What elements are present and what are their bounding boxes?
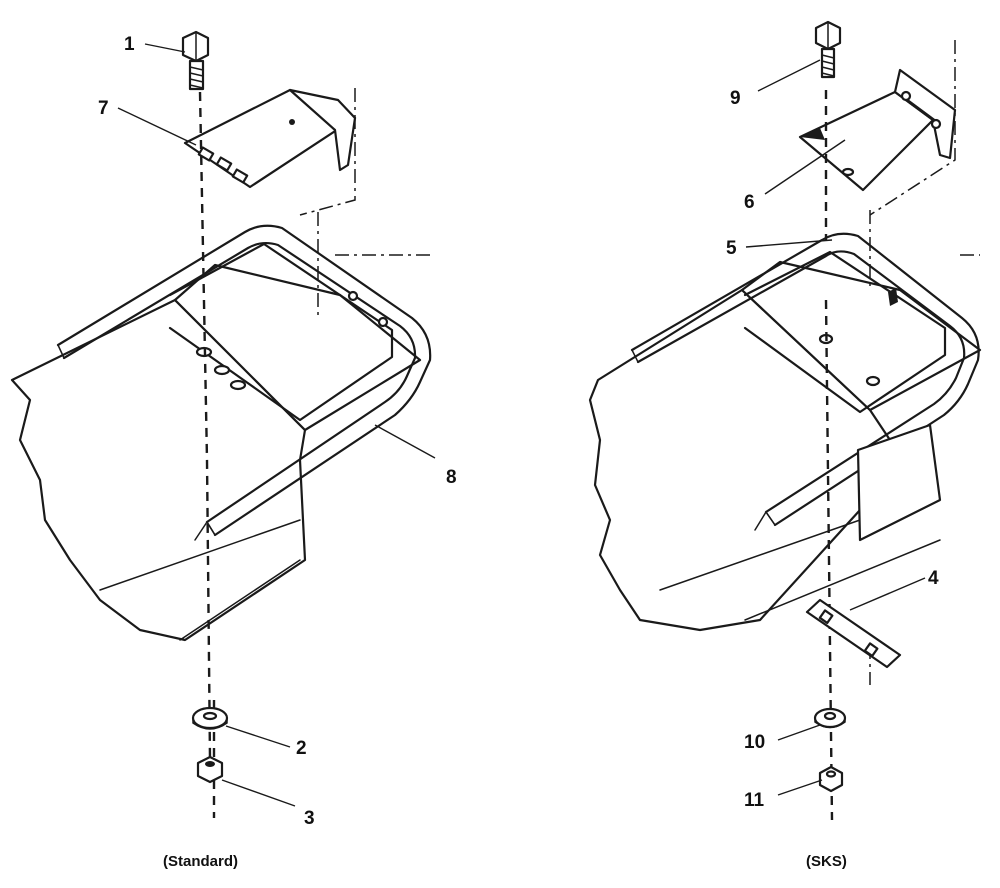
bracket-standard	[183, 88, 357, 189]
caption-standard: (Standard)	[163, 853, 238, 870]
washer-standard	[191, 706, 229, 730]
standard-assembly: 1 7 8 2 3 (Standard)	[10, 30, 457, 870]
callout-6: 6	[744, 192, 755, 213]
bolt-sks	[814, 20, 842, 79]
bracket-sks	[798, 68, 957, 192]
callout-5: 5	[726, 238, 737, 259]
callout-10: 10	[744, 732, 765, 753]
callout-1: 1	[124, 34, 135, 55]
caption-sks: (SKS)	[806, 853, 847, 870]
washer-sks	[813, 707, 847, 729]
bolt-standard	[181, 30, 210, 91]
handle-frame-standard	[56, 224, 432, 541]
callout-7: 7	[98, 98, 109, 119]
mount-plate-right	[740, 260, 982, 412]
nut-standard	[196, 755, 224, 784]
sks-assembly: 9 6 5 4 10 11 (SKS)	[588, 20, 982, 870]
callout-9: 9	[730, 88, 741, 109]
callout-2: 2	[296, 738, 307, 759]
callout-3: 3	[304, 808, 315, 829]
handle-frame-sks	[630, 232, 980, 531]
callout-4: 4	[928, 568, 939, 589]
callout-8: 8	[446, 467, 457, 488]
stop-plate-sks	[805, 598, 902, 669]
callout-11: 11	[744, 790, 765, 811]
nut-sks	[818, 765, 844, 793]
